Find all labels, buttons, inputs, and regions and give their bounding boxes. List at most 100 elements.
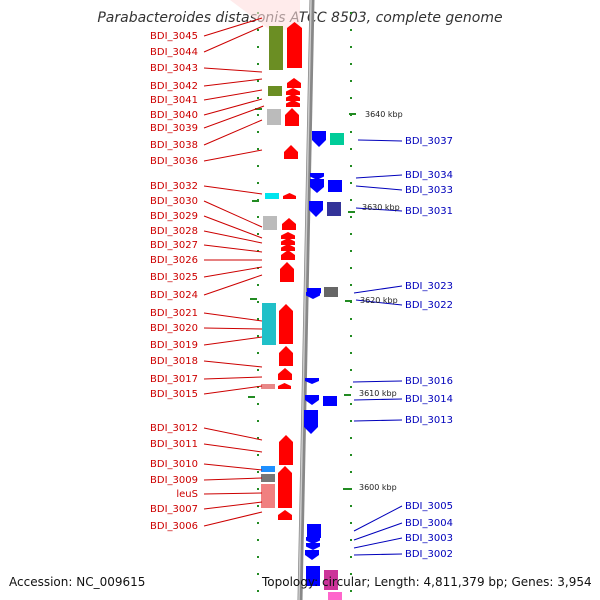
gene-label-left[interactable]: BDI_3021 — [150, 308, 198, 319]
gene-label-left[interactable]: BDI_3012 — [150, 423, 198, 434]
tick-mark — [257, 454, 259, 456]
gene-features — [230, 0, 344, 600]
gene-label-right[interactable]: BDI_3014 — [405, 394, 453, 405]
leader-line — [353, 505, 403, 532]
tick-mark — [257, 233, 259, 235]
tick-mark — [350, 12, 352, 14]
gene-label-right[interactable]: BDI_3013 — [405, 415, 453, 426]
reverse-gene-arrow — [309, 201, 323, 217]
leader-line — [355, 299, 403, 306]
tick-mark — [257, 301, 259, 303]
topology-text: Topology: circular; Length: 4,811,379 bp… — [262, 575, 592, 589]
gene-label-right[interactable]: BDI_3016 — [405, 376, 453, 387]
leader-line — [353, 537, 403, 549]
tick-mark — [350, 250, 352, 252]
gene-label-left[interactable]: BDI_3039 — [150, 123, 198, 134]
gene-label-left[interactable]: BDI_3028 — [150, 226, 198, 237]
leader-line — [203, 427, 263, 441]
leader-line — [203, 244, 263, 253]
magenta-feature — [328, 592, 342, 600]
gene-label-left[interactable]: BDI_3044 — [150, 47, 198, 58]
reverse-gene-arrow — [306, 292, 320, 299]
gene-label-left[interactable]: BDI_3038 — [150, 140, 198, 151]
gene-label-left[interactable]: BDI_3026 — [150, 255, 198, 266]
gene-label-right[interactable]: BDI_3002 — [405, 549, 453, 560]
gene-label-right[interactable]: BDI_3031 — [405, 206, 453, 217]
reverse-gene — [307, 524, 321, 538]
forward-gene-arrow — [285, 108, 299, 126]
major-tick — [248, 396, 255, 398]
leader-line — [203, 385, 263, 395]
gene-label-left[interactable]: BDI_3041 — [150, 95, 198, 106]
tick-mark — [350, 386, 352, 388]
tick-marks — [248, 12, 356, 592]
pink-feature — [261, 384, 275, 389]
gene-label-left[interactable]: BDI_3018 — [150, 356, 198, 367]
gene-label-left[interactable]: BDI_3043 — [150, 63, 198, 74]
gene-label-left[interactable]: BDI_3006 — [150, 521, 198, 532]
white-gap — [312, 591, 322, 600]
leader-line — [203, 463, 263, 471]
forward-gene-arrow — [278, 368, 292, 380]
tick-mark — [350, 46, 352, 48]
major-tick — [344, 394, 351, 396]
reverse-gene — [323, 396, 337, 406]
gene-label-right[interactable]: BDI_3037 — [405, 136, 453, 147]
gene-label-left[interactable]: BDI_3030 — [150, 196, 198, 207]
tick-mark — [257, 114, 259, 116]
leader-line — [203, 477, 263, 481]
leader-line — [203, 336, 263, 346]
gene-label-right[interactable]: BDI_3034 — [405, 170, 453, 181]
reverse-gene-arrow — [304, 410, 318, 434]
leader-line — [203, 105, 265, 129]
gene-label-left[interactable]: BDI_3015 — [150, 389, 198, 400]
tick-mark — [257, 63, 259, 65]
tick-mark — [350, 29, 352, 31]
tick-mark — [257, 369, 259, 371]
major-tick — [343, 488, 350, 490]
leader-line — [203, 98, 263, 116]
gene-label-left[interactable]: BDI_3017 — [150, 374, 198, 385]
gene-label-left[interactable]: BDI_3045 — [150, 31, 198, 42]
gene-label-left[interactable]: BDI_3010 — [150, 459, 198, 470]
gene-label-left[interactable]: BDI_3029 — [150, 211, 198, 222]
gene-label-left[interactable]: BDI_3025 — [150, 272, 198, 283]
gene-label-right[interactable]: BDI_3022 — [405, 300, 453, 311]
gene-label-left[interactable]: BDI_3007 — [150, 504, 198, 515]
olive-feature — [268, 86, 282, 96]
accession-text: Accession: NC_009615 — [9, 575, 146, 589]
leader-line — [203, 149, 263, 162]
gene-label-right[interactable]: BDI_3033 — [405, 185, 453, 196]
tick-mark — [257, 318, 259, 320]
gene-label-left[interactable]: BDI_3011 — [150, 439, 198, 450]
gene-label-left[interactable]: BDI_3040 — [150, 110, 198, 121]
leader-line — [203, 443, 263, 453]
gene-label-left[interactable]: BDI_3020 — [150, 323, 198, 334]
gene-label-left[interactable]: BDI_3027 — [150, 240, 198, 251]
gene-labels: BDI_3045BDI_3044BDI_3043BDI_3042BDI_3041… — [150, 31, 453, 560]
gene-label-right[interactable]: BDI_3023 — [405, 281, 453, 292]
tick-mark — [257, 488, 259, 490]
tick-mark — [257, 80, 259, 82]
gene-label-left[interactable]: BDI_3036 — [150, 156, 198, 167]
forward-gene-arrow — [286, 88, 300, 95]
gene-label-left[interactable]: BDI_3024 — [150, 290, 198, 301]
gene-label-left[interactable]: BDI_3019 — [150, 340, 198, 351]
gene-label-left[interactable]: leuS — [176, 489, 198, 500]
gene-label-right[interactable]: BDI_3003 — [405, 533, 453, 544]
gene-label-right[interactable]: BDI_3005 — [405, 501, 453, 512]
label-leaders — [203, 17, 403, 556]
ruler-label: 3640 kbp — [365, 110, 403, 119]
leader-line — [203, 230, 263, 244]
forward-gene-arrow — [283, 193, 296, 199]
tick-mark — [257, 505, 259, 507]
tick-mark — [350, 522, 352, 524]
grey-feature — [261, 474, 275, 482]
grey-feature — [267, 109, 281, 125]
gene-label-right[interactable]: BDI_3004 — [405, 518, 453, 529]
gene-label-left[interactable]: BDI_3032 — [150, 181, 198, 192]
gene-label-left[interactable]: BDI_3042 — [150, 81, 198, 92]
gene-label-left[interactable]: BDI_3009 — [150, 475, 198, 486]
forward-gene-arrow — [278, 510, 292, 520]
